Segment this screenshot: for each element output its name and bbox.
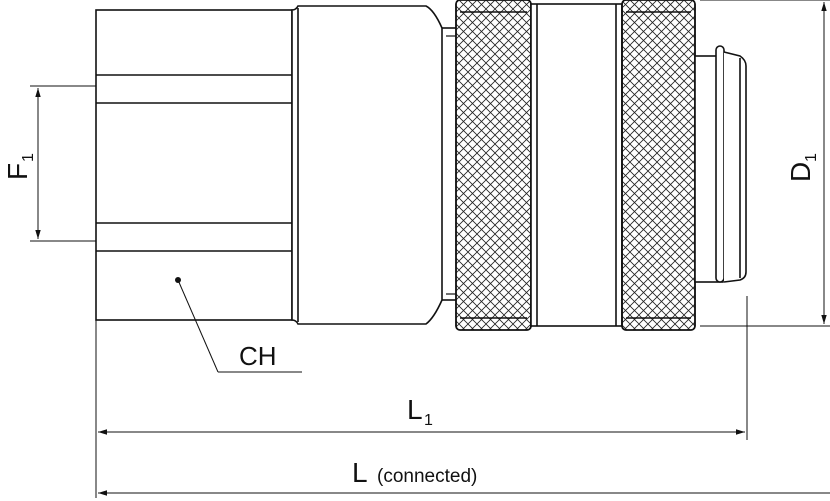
d1-sub-text: 1 xyxy=(803,153,820,162)
knurled-ring-right xyxy=(621,0,696,331)
knurled-ring-left xyxy=(455,0,532,331)
sleeve-cylinder xyxy=(530,3,623,327)
ch-dot xyxy=(175,277,181,283)
f1-sub-text: 1 xyxy=(20,153,37,162)
d1-main-text: D xyxy=(785,162,816,182)
label-l1: L 1 xyxy=(407,394,433,429)
hex-body xyxy=(95,9,293,321)
front-nose xyxy=(694,45,747,283)
l-note-text: (connected) xyxy=(377,466,477,487)
middle-sleeve xyxy=(291,5,456,325)
dimension-f1 xyxy=(30,85,96,242)
dimension-d1 xyxy=(700,0,830,327)
label-ch: CH xyxy=(239,341,277,371)
label-d1: D 1 xyxy=(785,153,820,182)
l1-main-text: L xyxy=(407,394,423,425)
l1-sub-text: 1 xyxy=(424,412,433,429)
l-main-text: L xyxy=(352,457,368,488)
f1-main-text: F xyxy=(2,163,33,180)
ch-leader xyxy=(177,279,302,373)
dimension-lengths xyxy=(95,296,830,498)
label-l: L (connected) xyxy=(352,457,477,488)
label-f1: F 1 xyxy=(2,153,37,180)
